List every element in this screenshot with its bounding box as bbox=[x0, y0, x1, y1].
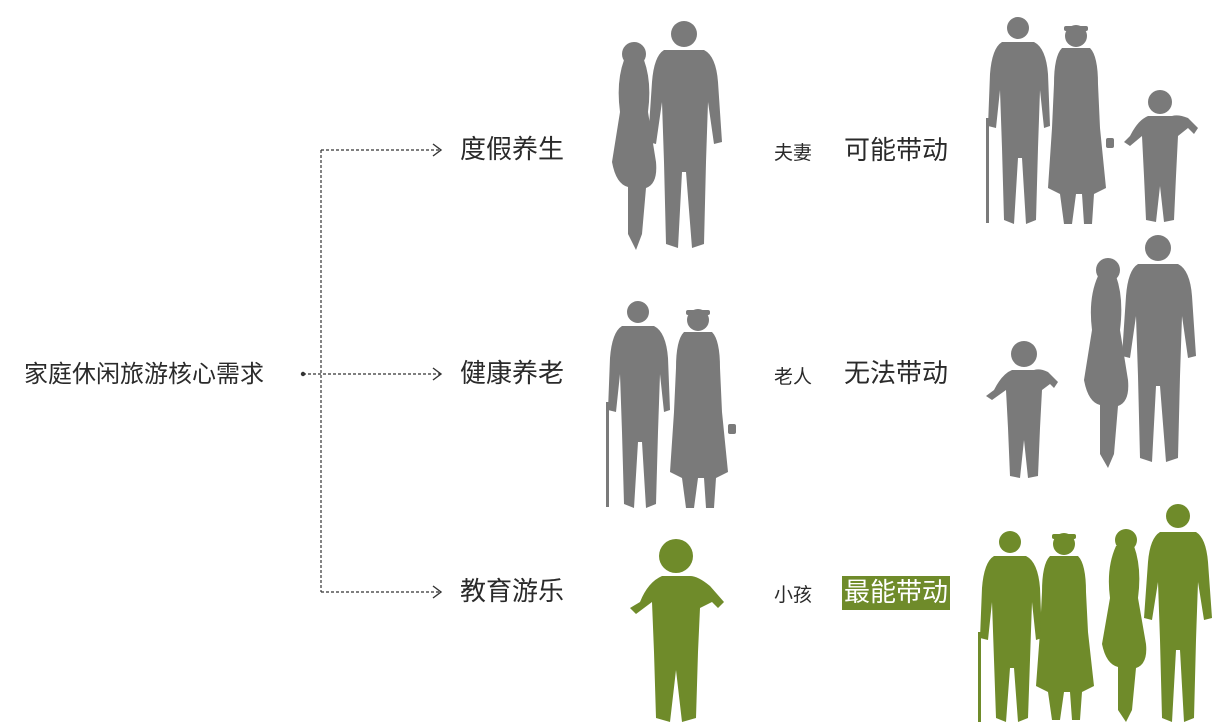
arrow-head-1 bbox=[432, 143, 443, 157]
demand-label-education: 教育游乐 bbox=[460, 577, 565, 607]
effect-label-possible: 可能带动 bbox=[844, 136, 949, 166]
elderly-couple-with-child-silhouette-icon bbox=[978, 8, 1200, 233]
child-silhouette-icon bbox=[624, 532, 728, 726]
role-label-elderly: 老人 bbox=[774, 366, 813, 388]
whole-family-silhouette-icon bbox=[970, 500, 1214, 726]
demand-label-vacation: 度假养生 bbox=[460, 135, 565, 165]
effect-label-most: 最能带动 bbox=[842, 576, 951, 610]
arrow-head-3 bbox=[432, 585, 443, 599]
arrow-head-2 bbox=[432, 367, 443, 381]
effect-label-none: 无法带动 bbox=[844, 359, 949, 389]
root-dot bbox=[300, 371, 306, 377]
root-label: 家庭休闲旅游核心需求 bbox=[24, 360, 264, 388]
child-with-couple-silhouette-icon bbox=[982, 232, 1214, 482]
demand-label-elderly-care: 健康养老 bbox=[460, 359, 565, 389]
role-label-child: 小孩 bbox=[774, 584, 813, 606]
role-label-couple: 夫妻 bbox=[774, 142, 813, 164]
couple-silhouette-icon bbox=[598, 12, 738, 257]
elderly-couple-silhouette-icon bbox=[600, 292, 740, 517]
